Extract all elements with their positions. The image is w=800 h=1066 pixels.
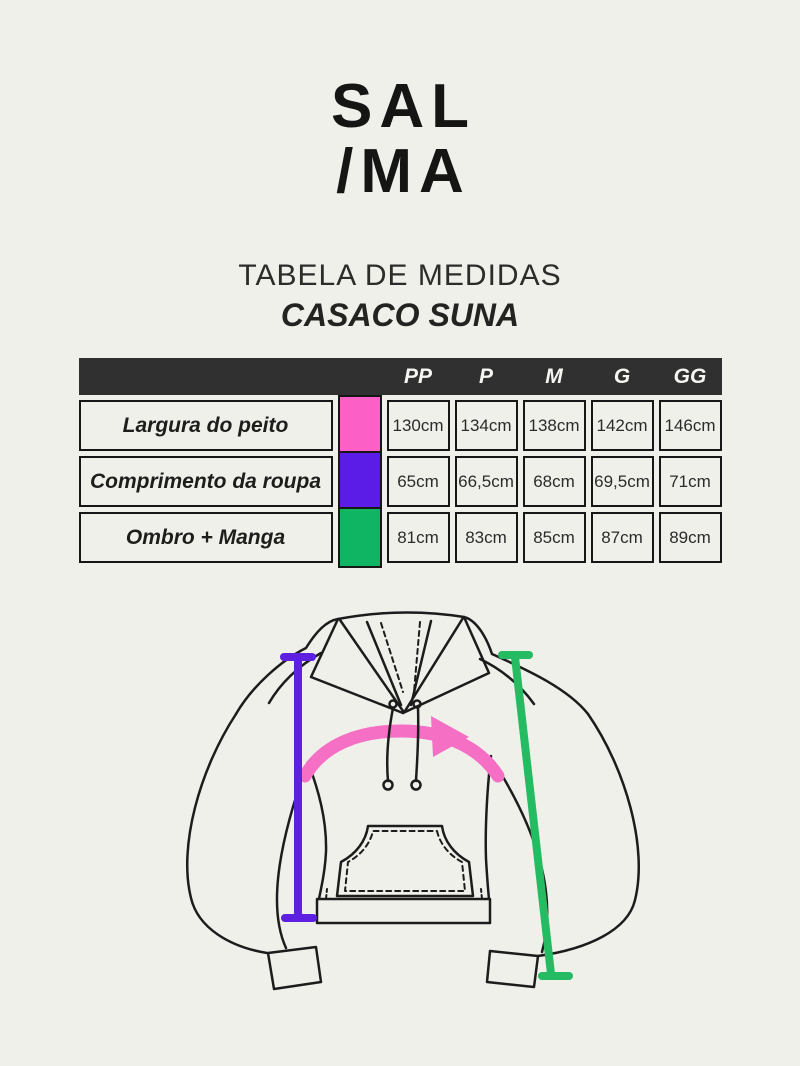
size-table: PP P M G GG Largura do peito 130cm 134cm… <box>78 358 722 568</box>
hood-stitch-left <box>380 622 404 693</box>
hem-tick-right <box>480 888 483 900</box>
raglan-seam-right <box>478 657 536 706</box>
sleeve-left-outer <box>185 712 269 955</box>
pocket-stitching <box>344 830 466 892</box>
size-table-header-bar: PP P M G GG <box>78 358 722 395</box>
chest-width-arrowhead <box>431 716 469 757</box>
hoodie-flat-sketch-icon <box>185 611 641 991</box>
value-chest-pp: 130cm <box>386 400 450 451</box>
hoodie-measurement-illustration <box>90 604 710 1024</box>
sleeve-right-outer <box>536 712 641 958</box>
row-label-chest-width: Largura do peito <box>78 400 333 451</box>
hoodie-silhouette <box>234 611 590 716</box>
chest-width-arrow <box>298 716 505 783</box>
value-shoulder-p: 83cm <box>454 512 518 563</box>
hood-flap-right-inner <box>403 616 465 713</box>
size-col-p: P <box>478 364 493 388</box>
size-col-pp: PP <box>403 364 432 388</box>
shoulder-line-shaft <box>511 653 555 978</box>
hood-panel-edge-left <box>365 620 403 707</box>
heading: TABELA DE MEDIDAS CASACO SUNA <box>0 258 800 334</box>
value-chest-g: 142cm <box>590 400 654 451</box>
hem-tick-left <box>325 888 328 900</box>
body-seam-left <box>306 760 328 901</box>
brand-logo-line2: /MA <box>336 137 471 206</box>
size-col-g: G <box>613 364 631 388</box>
hood-panel-edge-right <box>409 619 433 707</box>
hood-flap-left <box>309 617 405 715</box>
value-length-g: 69,5cm <box>590 456 654 507</box>
value-shoulder-m: 85cm <box>522 512 586 563</box>
value-length-pp: 65cm <box>386 456 450 507</box>
value-chest-gg: 146cm <box>658 400 722 451</box>
swatch-garment-length <box>337 451 382 512</box>
body-seam-right <box>484 754 493 901</box>
row-label-shoulder-sleeve: Ombro + Manga <box>78 512 333 563</box>
brand-logo: SAL /MA <box>0 0 800 204</box>
value-length-gg: 71cm <box>658 456 722 507</box>
value-shoulder-gg: 89cm <box>658 512 722 563</box>
drawstring-tip-right <box>410 779 422 791</box>
cuff-left <box>266 945 323 991</box>
drawstring-right <box>414 706 420 783</box>
value-shoulder-g: 87cm <box>590 512 654 563</box>
page-subtitle: CASACO SUNA <box>280 297 520 333</box>
cuff-right <box>485 949 540 989</box>
header-spacer-label <box>79 358 333 395</box>
swatch-chest-width <box>337 395 382 456</box>
hem-band <box>315 897 492 925</box>
hood-stitch-right <box>413 621 421 693</box>
hood-flap-right <box>401 615 491 715</box>
value-shoulder-pp: 81cm <box>386 512 450 563</box>
hood-flap-left-inner <box>338 618 405 713</box>
value-length-p: 66,5cm <box>454 456 518 507</box>
grommet-left <box>388 699 398 709</box>
drawstring-tip-left <box>382 779 394 791</box>
shoulder-sleeve-measure-line <box>498 651 573 980</box>
drawstring-left <box>385 706 395 783</box>
brand-logo-line1: SAL <box>331 72 476 141</box>
length-measure-line <box>280 653 317 922</box>
hoodie-sketch-svg <box>185 611 641 991</box>
page-title: TABELA DE MEDIDAS <box>238 259 562 292</box>
size-col-m: M <box>545 364 563 388</box>
kangaroo-pocket <box>335 824 475 898</box>
size-col-gg: GG <box>673 364 707 388</box>
value-length-m: 68cm <box>522 456 586 507</box>
value-chest-p: 134cm <box>454 400 518 451</box>
swatch-shoulder-sleeve <box>337 507 382 568</box>
grommet-right <box>412 699 422 709</box>
header-spacer-swatch <box>338 358 382 395</box>
value-chest-m: 138cm <box>522 400 586 451</box>
chest-width-arc <box>298 724 505 783</box>
drawstrings <box>382 706 422 791</box>
row-label-garment-length: Comprimento da roupa <box>78 456 333 507</box>
